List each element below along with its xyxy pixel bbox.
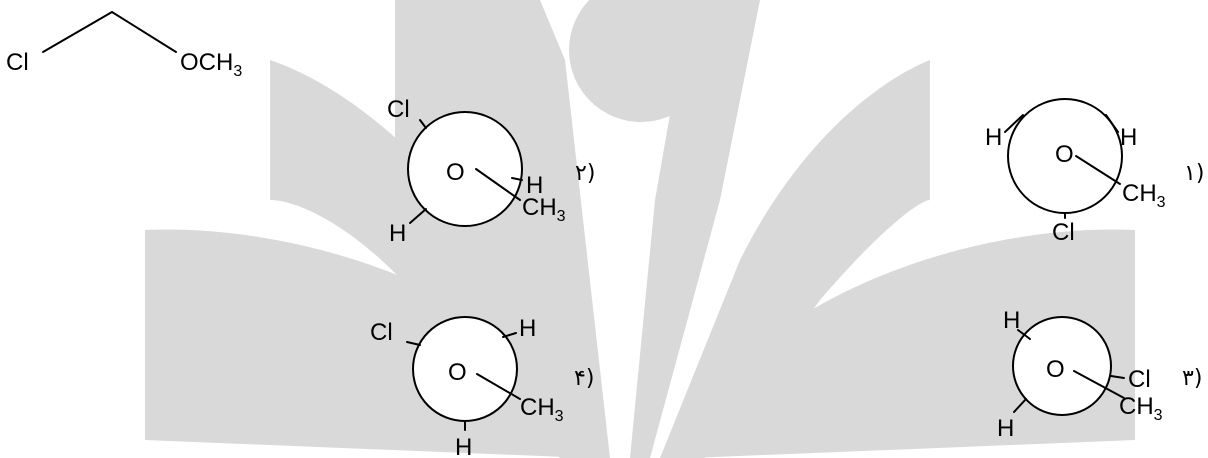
bond-o-front bbox=[1075, 155, 1121, 185]
bond-top-left bbox=[406, 341, 421, 346]
label-cl-bottom: Cl bbox=[1052, 219, 1075, 246]
center-atom-o: O bbox=[1046, 356, 1065, 383]
option-marker: ۱) bbox=[1184, 161, 1204, 186]
bond-top-left bbox=[1004, 114, 1024, 133]
option-4: Cl H O CH3 H ۴) bbox=[370, 315, 594, 458]
group-och3: OCH3 bbox=[180, 49, 242, 80]
label-h-top-left: H bbox=[985, 124, 1002, 151]
bond-top-right bbox=[1105, 114, 1119, 133]
bond-right-top bbox=[1110, 375, 1125, 379]
label-h-bottom-left: H bbox=[389, 220, 406, 247]
newman-ring bbox=[407, 111, 523, 227]
reference-structure: Cl OCH3 bbox=[6, 11, 242, 80]
label-h-top-right: H bbox=[1120, 124, 1137, 151]
label-ch3: CH3 bbox=[522, 194, 566, 225]
label-cl-top-left: Cl bbox=[370, 319, 393, 346]
label-cl-right-top: Cl bbox=[1128, 366, 1151, 393]
option-2: Cl O H CH3 H ۲) bbox=[387, 96, 595, 247]
bond-top-right bbox=[502, 332, 517, 338]
bond-top-left bbox=[1017, 329, 1031, 340]
bond-bottom-left bbox=[409, 208, 427, 224]
option-3: H O Cl CH3 H ۳) bbox=[997, 307, 1202, 442]
option-marker: ۳) bbox=[1182, 366, 1202, 391]
center-atom-o: O bbox=[448, 359, 467, 386]
label-ch3: CH3 bbox=[1122, 180, 1166, 211]
label-h-bottom: H bbox=[455, 434, 472, 458]
label-h-bottom-left: H bbox=[997, 415, 1014, 442]
label-ch3: CH3 bbox=[1119, 393, 1163, 424]
bond-o-front bbox=[1073, 370, 1125, 399]
label-h-top-left: H bbox=[1003, 307, 1020, 334]
newman-ring bbox=[1012, 316, 1112, 416]
label-h-right-top: H bbox=[526, 172, 543, 199]
bond-o-front bbox=[475, 168, 521, 201]
bond-o-front bbox=[476, 373, 521, 400]
watermark-logo bbox=[145, 0, 1135, 458]
atom-cl: Cl bbox=[6, 49, 29, 76]
bond-right-top bbox=[511, 177, 523, 181]
center-atom-o: O bbox=[1055, 141, 1074, 168]
option-marker: ۲) bbox=[575, 161, 595, 186]
label-cl-top-left: Cl bbox=[387, 96, 410, 123]
option-marker: ۴) bbox=[574, 366, 594, 391]
label-h-top-right: H bbox=[519, 315, 536, 342]
bond-cl-c bbox=[42, 11, 113, 53]
bond-top-left bbox=[419, 119, 427, 129]
option-1: H H O CH3 Cl ۱) bbox=[985, 98, 1204, 246]
bond-bottom-left bbox=[1013, 398, 1027, 413]
center-atom-o: O bbox=[446, 159, 465, 186]
label-ch3: CH3 bbox=[520, 394, 564, 425]
bond-c-o bbox=[111, 11, 177, 53]
